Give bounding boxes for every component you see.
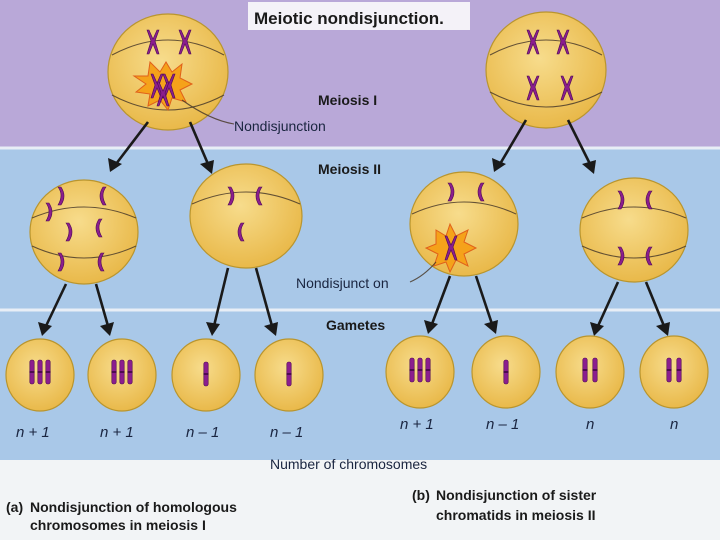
- count-label-b2: n – 1: [486, 416, 519, 433]
- caption-a-tag: (a): [6, 499, 23, 515]
- cell-b-meiosis2-right: [579, 177, 689, 283]
- arrows-meiosis1: [108, 119, 596, 174]
- stage-label-gametes: Gametes: [326, 317, 385, 333]
- count-label-a1: n + 1: [16, 424, 50, 441]
- stage-label-meiosis2: Meiosis II: [318, 161, 381, 177]
- stage-label-meiosis1: Meiosis I: [318, 92, 377, 108]
- caption-a-line2: chromosomes in meiosis I: [30, 517, 206, 533]
- cell-a-meiosis2-right: [189, 163, 303, 269]
- cell-b-meiosis1: [485, 11, 607, 129]
- count-label-b3: n: [586, 416, 594, 433]
- count-label-b4: n: [670, 416, 678, 433]
- arrows-meiosis2: [38, 267, 670, 336]
- gamete-b2: [471, 335, 541, 409]
- figure-title: Meiotic nondisjunction.: [254, 9, 444, 28]
- cell-a-meiosis1: [107, 13, 229, 131]
- caption-b-line2: chromatids in meiosis II: [436, 507, 596, 523]
- caption-band: [0, 460, 720, 540]
- axis-caption: Number of chromosomes: [270, 456, 427, 472]
- callout-nondisjunction-a: Nondisjunction: [234, 118, 326, 134]
- gamete-a2: [87, 338, 157, 412]
- cell-a-meiosis2-left: [29, 179, 139, 285]
- gamete-b4: [639, 335, 709, 409]
- caption-a-line1: Nondisjunction of homologous: [30, 499, 237, 515]
- gamete-b1: [385, 335, 455, 409]
- caption-b-line1: Nondisjunction of sister: [436, 487, 597, 503]
- gamete-a4: [254, 338, 324, 412]
- count-label-a3: n – 1: [186, 424, 219, 441]
- count-label-a4: n – 1: [270, 424, 303, 441]
- cell-b-meiosis2-left: [409, 171, 519, 277]
- gamete-a3: [171, 338, 241, 412]
- gamete-b3: [555, 335, 625, 409]
- caption-b-tag: (b): [412, 487, 430, 503]
- gamete-a1: [5, 338, 75, 412]
- starburst-a: [132, 60, 194, 112]
- count-label-a2: n + 1: [100, 424, 134, 441]
- count-label-b1: n + 1: [400, 416, 434, 433]
- callout-nondisjunction-b: Nondisjunct on: [296, 275, 389, 291]
